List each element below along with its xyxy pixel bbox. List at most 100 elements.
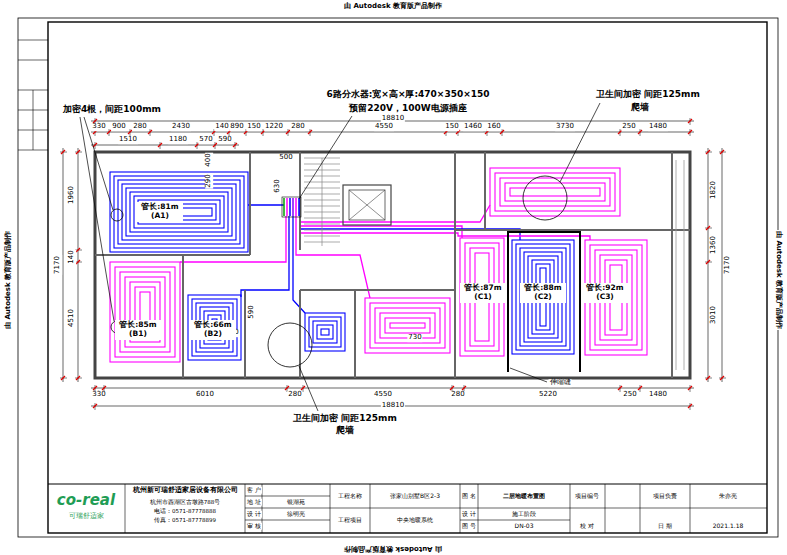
dimension-text: 1820 — [710, 180, 718, 200]
supply-pipe — [241, 216, 289, 297]
callout-circle — [111, 209, 123, 221]
dimension-tick — [148, 130, 152, 134]
supply-pipe — [300, 205, 490, 222]
interior-wall — [95, 254, 250, 256]
title-block-cell: 银湖苑 — [286, 499, 306, 506]
title-block-cell: 工程名称 — [337, 493, 363, 500]
dimension-text: 730 — [407, 334, 422, 342]
dimension-tick — [688, 386, 692, 390]
window-line — [684, 160, 685, 370]
heating-pipe-loop — [120, 272, 170, 352]
elevator-shaft — [343, 185, 391, 225]
title-block-line — [605, 484, 606, 533]
strip-line — [18, 40, 48, 41]
elevator-cross — [349, 190, 385, 220]
heating-pipe-loop — [490, 168, 620, 216]
leader-line — [299, 366, 318, 411]
company-logo: co-real — [56, 492, 116, 509]
heating-pipe-loop — [390, 323, 425, 328]
heating-pipe-loop — [138, 200, 220, 224]
dimension-text: 280 — [290, 123, 305, 131]
dimension-tick — [688, 404, 692, 408]
dimension-text: 1460 — [463, 123, 483, 131]
watermark-text: 由 Autodesk 教育版产品制作 — [343, 544, 443, 552]
heating-pipe-loop — [365, 298, 450, 353]
dimension-text: 4510 — [68, 308, 76, 328]
loop-length-text: 管长:81m (A1) — [138, 203, 182, 220]
leader-line — [510, 368, 547, 382]
interior-wall — [484, 152, 486, 230]
heating-pipe-loop — [114, 176, 244, 248]
strip-line — [33, 90, 34, 150]
inner-frame — [48, 22, 767, 533]
dimension-text: 18810 — [381, 402, 405, 410]
heating-pipe-loop — [370, 303, 445, 348]
callout-circle — [268, 323, 312, 367]
dimension-tick — [301, 386, 305, 390]
elevator-car — [349, 190, 385, 220]
dimension-tick — [638, 386, 642, 390]
dimension-tick — [76, 248, 80, 252]
outer-wall — [95, 152, 690, 378]
company-info: 杭州新可瑞舒适家居设备有限公司 — [132, 487, 239, 495]
dimension-text: 1510 — [118, 136, 138, 144]
interior-wall — [354, 290, 356, 378]
callout-note: 预留220V，100W电源插座 — [348, 104, 467, 114]
dimension-text: 5220 — [538, 391, 558, 399]
heating-pipe-loop — [134, 196, 224, 228]
watermark-text: 由 Autodesk 教育版产品制作 — [343, 3, 443, 11]
dimension-tick — [93, 386, 97, 390]
dimension-tick — [688, 130, 692, 134]
heating-pipe-loop — [115, 267, 175, 357]
callout-note: 伸缩缝 — [549, 379, 572, 387]
callout-note: 卫生间加密 间距125mm — [292, 414, 398, 424]
callout-note: 爬墙 — [630, 103, 650, 113]
heating-pipe-loop — [520, 248, 566, 346]
supply-pipe — [296, 216, 370, 298]
title-block-cell: 设 计 — [246, 511, 262, 518]
dimension-tick — [93, 404, 97, 408]
interior-wall — [249, 152, 251, 255]
window-line — [676, 160, 677, 370]
dimension-text: 900 — [111, 123, 126, 131]
dimension-tick — [706, 226, 710, 230]
interior-wall — [300, 289, 455, 291]
heating-pipe-loop — [309, 317, 341, 347]
manifold-outlet — [286, 198, 288, 216]
title-block-cell: 施工阶段 — [511, 511, 537, 518]
heating-pipe-loop — [192, 299, 237, 356]
dimension-text: 250 — [622, 391, 637, 399]
dimension-line — [91, 132, 694, 133]
dimension-text: 280 — [132, 123, 147, 131]
pipe-loop-label: 管长:66m (B2) — [190, 320, 236, 339]
dimension-text: 7170 — [724, 255, 732, 275]
loop-length-text: 管长:87m (C1) — [461, 284, 505, 301]
title-block-cell: 日 期 — [657, 523, 673, 530]
manifold-outlet — [292, 198, 294, 216]
dimension-text: 400 — [205, 152, 213, 167]
pipe-loop-label: 管长:81m (A1) — [137, 202, 183, 221]
title-block-cell: 二层地暖布置图 — [502, 493, 546, 500]
company-logo: 可瑞舒适家 — [68, 513, 105, 521]
dimension-tick — [720, 376, 724, 380]
manifold-outlet — [298, 198, 300, 216]
interior-wall — [671, 152, 673, 378]
title-block-cell: 审 核 — [246, 523, 262, 530]
strip-line — [18, 60, 48, 61]
dimension-tick — [462, 386, 466, 390]
dimension-tick — [688, 119, 692, 123]
title-block-cell: 地 址 — [246, 499, 262, 506]
title-block-cell: 项目编号 — [574, 493, 600, 500]
dimension-text: 7170 — [54, 255, 62, 275]
callout-note: 卫生间加密 间距125mm — [595, 90, 701, 100]
dimension-text: 3730 — [555, 123, 575, 131]
dimension-line — [91, 145, 239, 146]
title-block-cell: 徐明亮 — [286, 511, 306, 518]
loop-length-text: 管长:92m (C3) — [583, 284, 627, 301]
pipe-loop-label: 管长:87m (C1) — [460, 283, 506, 302]
title-block-line — [245, 508, 330, 509]
heating-pipe-loop — [512, 240, 574, 354]
heating-pipe-loop — [321, 329, 329, 335]
title-block-line — [245, 520, 330, 521]
dimension-text: 280 — [287, 391, 302, 399]
